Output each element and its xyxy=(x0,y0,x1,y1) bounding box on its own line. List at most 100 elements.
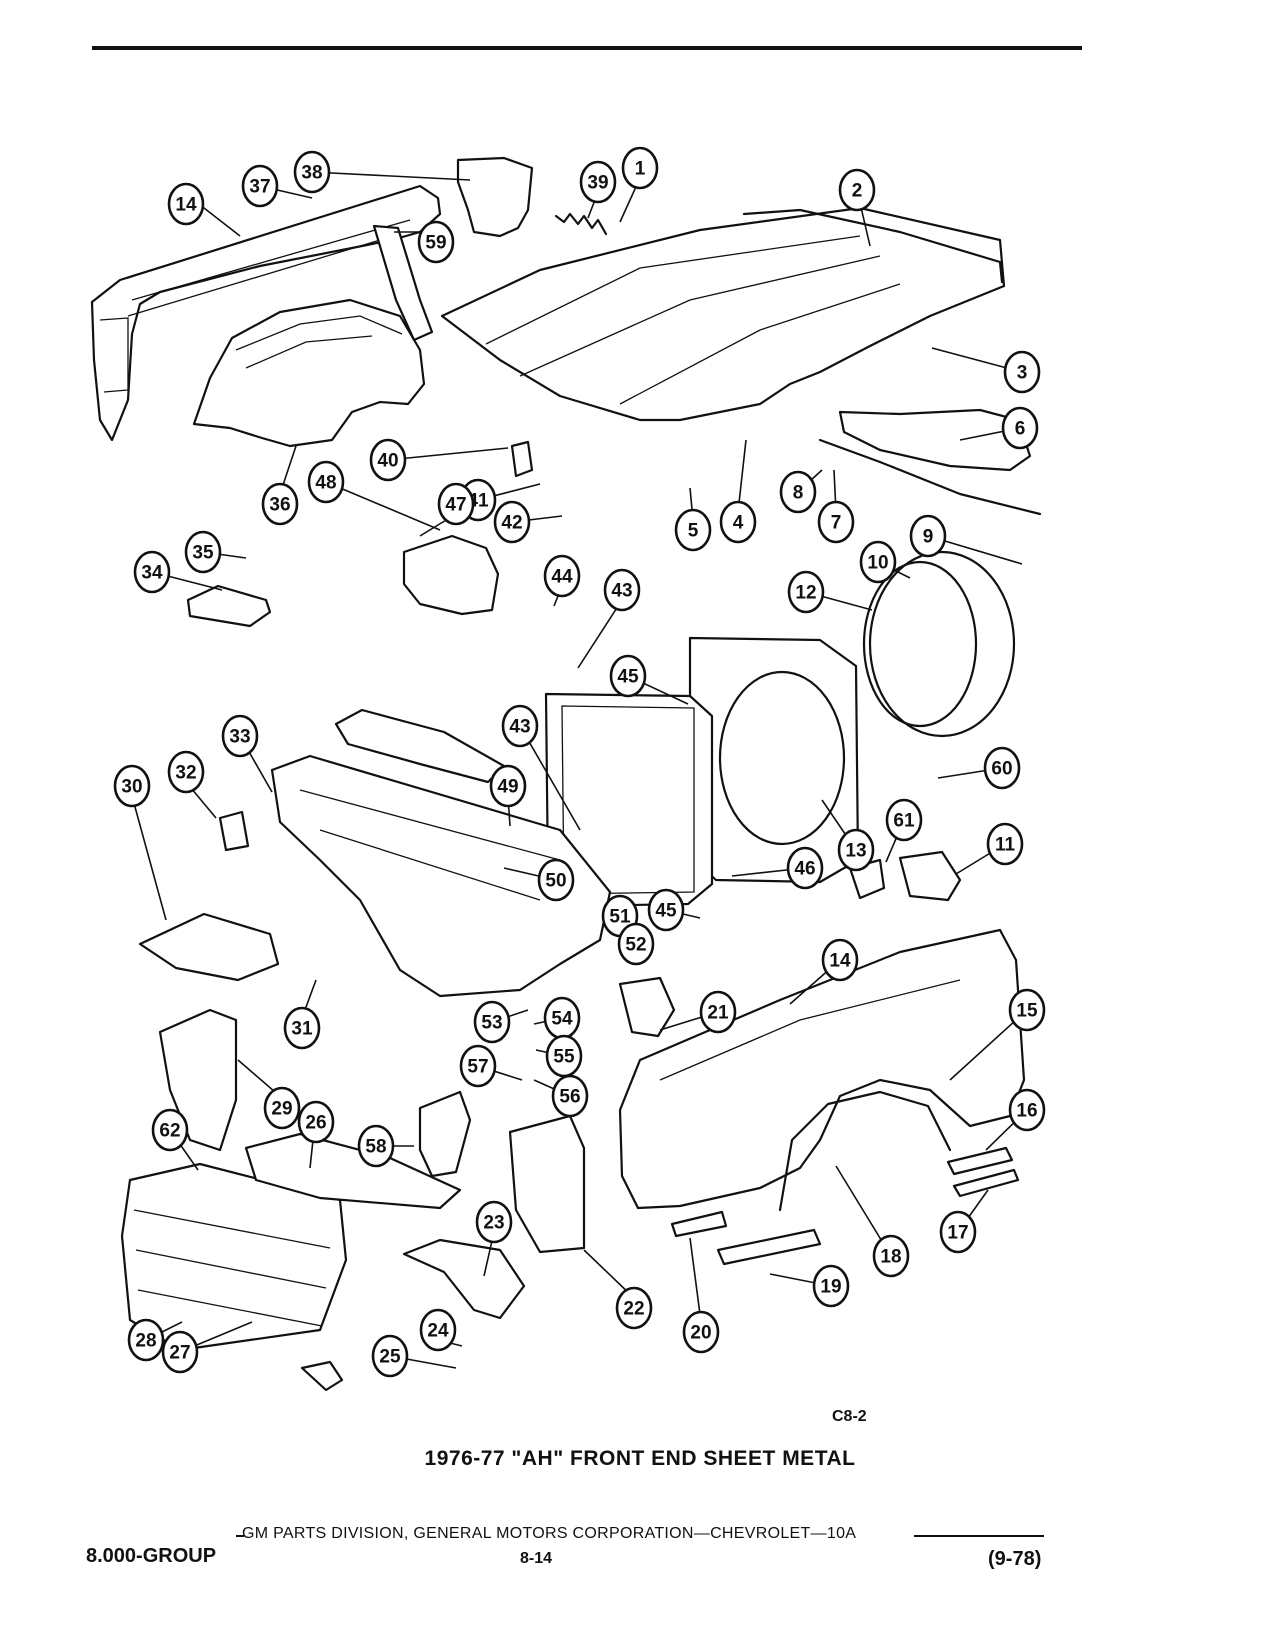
callout-circle xyxy=(167,182,205,226)
callout-28: 28 xyxy=(127,1318,165,1362)
callout-circle xyxy=(113,764,151,808)
top-rule xyxy=(92,46,1082,50)
callout-circle xyxy=(719,500,757,544)
callout-circle xyxy=(609,654,647,698)
callout-number: 7 xyxy=(831,513,842,534)
callout-1: 1 xyxy=(621,146,659,190)
callout-circle xyxy=(151,1108,189,1152)
grille-filler-panel xyxy=(158,1008,238,1152)
callout-circle xyxy=(986,822,1024,866)
callout-45: 45 xyxy=(647,888,685,932)
callout-number: 58 xyxy=(365,1137,386,1158)
callout-60: 60 xyxy=(983,746,1021,790)
callout-43: 43 xyxy=(603,568,641,612)
callout-number: 8 xyxy=(793,483,804,504)
callout-12: 12 xyxy=(787,570,825,614)
callout-number: 60 xyxy=(991,759,1012,780)
callout-number: 28 xyxy=(135,1331,156,1352)
callout-number: 32 xyxy=(175,763,196,784)
callout-circle xyxy=(167,750,205,794)
callout-circle xyxy=(859,540,897,584)
callout-number: 31 xyxy=(291,1019,313,1040)
callout-number: 16 xyxy=(1016,1101,1037,1122)
callout-36: 36 xyxy=(261,482,299,526)
callout-number: 46 xyxy=(794,859,815,880)
callout-circle xyxy=(821,938,859,982)
callout-circle xyxy=(621,146,659,190)
callout-circle xyxy=(1008,988,1046,1032)
callout-circle xyxy=(133,550,171,594)
callout-number: 49 xyxy=(497,777,518,798)
fan-shroud xyxy=(688,636,860,884)
callout-3: 3 xyxy=(1003,350,1041,394)
callout-8: 8 xyxy=(779,470,817,514)
callout-62: 62 xyxy=(151,1108,189,1152)
callout-number: 27 xyxy=(169,1343,190,1364)
callout-42: 42 xyxy=(493,500,531,544)
callout-26: 26 xyxy=(297,1100,335,1144)
callout-circle xyxy=(419,1308,457,1352)
callout-number: 1 xyxy=(635,159,646,180)
support-bracket xyxy=(138,912,280,982)
callout-number: 26 xyxy=(305,1113,326,1134)
callout-number: 33 xyxy=(229,727,250,748)
cowl-panel xyxy=(90,184,442,442)
fender-bracket xyxy=(618,976,676,1038)
callout-circle xyxy=(674,508,712,552)
callout-circle xyxy=(127,1318,165,1362)
callout-39: 39 xyxy=(579,160,617,204)
callout-38: 38 xyxy=(293,150,331,194)
callout-40: 40 xyxy=(369,438,407,482)
callout-33: 33 xyxy=(221,714,259,758)
callout-61: 61 xyxy=(885,798,923,842)
callout-circle xyxy=(369,438,407,482)
callout-circle xyxy=(357,1124,395,1168)
callout-11: 11 xyxy=(986,822,1024,866)
callout-circle xyxy=(812,1264,850,1308)
radiator-support-top xyxy=(838,408,1032,472)
callout-circle xyxy=(603,568,641,612)
callout-56: 56 xyxy=(551,1074,589,1118)
callout-20: 20 xyxy=(682,1310,720,1354)
callout-number: 34 xyxy=(141,563,163,584)
footer-rule-left xyxy=(236,1535,244,1537)
part-drawings xyxy=(90,156,1042,1392)
footer-date: (9-78) xyxy=(988,1548,1042,1570)
callout-number: 44 xyxy=(551,567,573,588)
callout-circle xyxy=(437,482,475,526)
callout-54: 54 xyxy=(543,996,581,1040)
callout-14: 14 xyxy=(821,938,859,982)
callout-number: 42 xyxy=(501,513,522,534)
callout-16: 16 xyxy=(1008,1088,1046,1132)
callout-13: 13 xyxy=(837,828,875,872)
diagram-title: 1976-77 "AH" FRONT END SHEET METAL xyxy=(424,1447,856,1470)
callout-number: 5 xyxy=(688,521,699,542)
callout-number: 48 xyxy=(315,473,336,494)
callout-number: 18 xyxy=(880,1247,901,1268)
callout-45: 45 xyxy=(609,654,647,698)
callout-number: 35 xyxy=(192,543,214,564)
coolant-reservoir xyxy=(402,534,500,616)
callout-57: 57 xyxy=(459,1044,497,1088)
callout-circle xyxy=(263,1086,301,1130)
callout-number: 39 xyxy=(587,173,608,194)
callout-labels: 1234567891011121314141516171819202122232… xyxy=(113,146,1046,1378)
callout-number: 10 xyxy=(867,553,888,574)
callout-number: 29 xyxy=(271,1099,292,1120)
callout-circle xyxy=(221,714,259,758)
footer-group: 8.000-GROUP xyxy=(86,1545,217,1567)
callout-18: 18 xyxy=(872,1234,910,1278)
callout-number: 9 xyxy=(923,527,934,548)
callout-number: 61 xyxy=(893,811,915,832)
callout-32: 32 xyxy=(167,750,205,794)
callout-circle xyxy=(1003,350,1041,394)
callout-number: 59 xyxy=(425,233,446,254)
callout-24: 24 xyxy=(419,1308,457,1352)
hood-seal xyxy=(742,208,1004,284)
callout-17: 17 xyxy=(939,1210,977,1254)
callout-number: 52 xyxy=(625,935,646,956)
callout-circle xyxy=(909,514,947,558)
callout-34: 34 xyxy=(133,550,171,594)
callout-number: 20 xyxy=(690,1323,711,1344)
